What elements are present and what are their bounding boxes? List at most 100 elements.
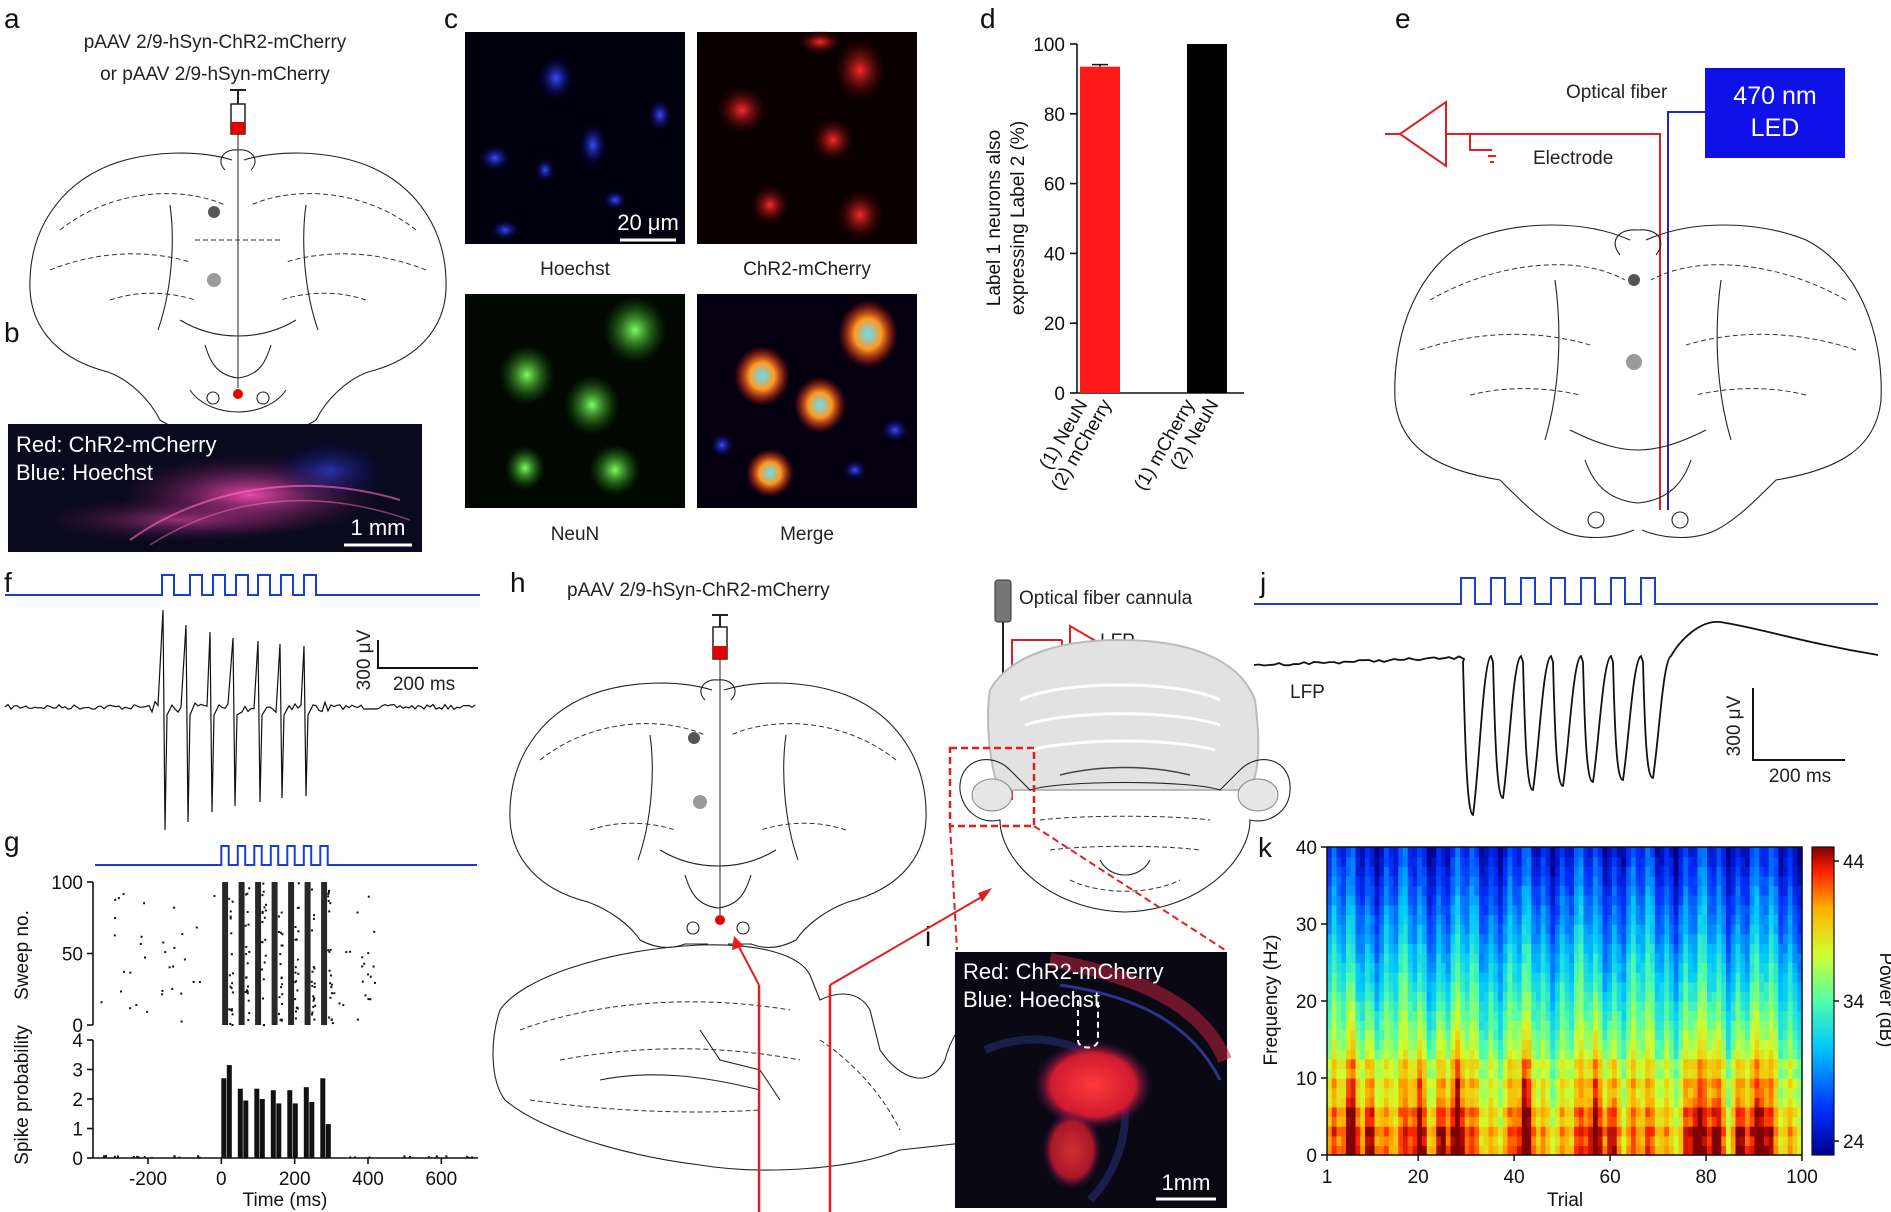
k-heatmap-cell [1483,1126,1490,1137]
k-heatmap-cell [1778,981,1784,992]
k-heatmap-cell [1493,1068,1499,1079]
k-heatmap-cell [1369,1020,1376,1031]
k-heatmap-cell [1692,856,1699,867]
k-heatmap-cell [1398,885,1404,896]
k-heatmap-cell [1602,1039,1608,1050]
k-heatmap-cell [1507,875,1513,887]
k-heatmap-cell [1593,1010,1599,1021]
k-heatmap-cell [1740,1058,1746,1069]
k-heatmap-cell [1711,991,1718,1002]
g-psth-bar-small [116,1155,119,1158]
k-x-tick-label: 100 [1786,1167,1818,1188]
k-heatmap-cell [1422,1049,1428,1060]
k-heatmap-cell [1768,952,1775,964]
k-heatmap-cell [1631,1010,1637,1021]
k-heatmap-cell [1778,1010,1784,1021]
k-heatmap-cell [1403,933,1409,944]
k-heatmap-cell [1678,1068,1684,1079]
k-heatmap-cell [1697,1135,1703,1146]
k-heatmap-cell [1507,895,1513,906]
k-heatmap-cell [1512,933,1518,944]
k-heatmap-cell [1569,1145,1575,1156]
k-heatmap-cell [1740,1001,1746,1012]
k-heatmap-cell [1531,885,1537,896]
k-heatmap-cell [1773,981,1779,992]
k-heatmap-cell [1474,1001,1480,1012]
k-heatmap-cell [1626,1145,1632,1156]
k-heatmap-cell [1417,1135,1423,1146]
k-heatmap-cell [1564,924,1570,935]
k-heatmap-cell [1550,1078,1556,1089]
k-heatmap-cell [1721,1039,1727,1050]
k-heatmap-cell [1327,866,1333,877]
k-heatmap-cell [1730,1087,1737,1098]
k-heatmap-cell [1669,866,1675,877]
k-heatmap-cell [1745,875,1751,887]
k-heatmap-cell [1616,866,1623,877]
k-heatmap-cell [1778,1029,1784,1041]
k-heatmap-cell [1436,981,1442,992]
k-heatmap-cell [1464,1126,1471,1137]
k-heatmap-cell [1578,1145,1585,1156]
k-heatmap-cell [1692,981,1699,992]
k-heatmap-cell [1517,866,1523,877]
k-heatmap-cell [1583,1049,1589,1060]
g-psth-bar-small [136,1155,139,1158]
k-heatmap-cell [1431,1078,1437,1089]
k-heatmap-cell [1702,962,1708,973]
k-heatmap-cell [1697,1116,1703,1127]
g-psth-y-label: Spike probability [12,1025,33,1165]
k-heatmap-cell [1597,904,1604,915]
k-heatmap-cell [1355,1145,1361,1156]
k-heatmap-cell [1479,962,1485,973]
k-heatmap-cell [1426,1097,1433,1108]
k-heatmap-cell [1626,1039,1632,1050]
k-heatmap-cell [1403,1001,1409,1012]
j-scale-t: 200 ms [1769,766,1831,787]
amplifier-icon [1385,100,1496,168]
k-heatmap-cell [1521,952,1528,964]
k-heatmap-cell [1331,1001,1338,1012]
k-heatmap-cell [1783,981,1789,992]
k-heatmap-cell [1460,1135,1466,1146]
k-heatmap-cell [1654,933,1661,944]
k-heatmap-cell [1612,933,1618,944]
k-heatmap-cell [1502,1001,1509,1012]
k-heatmap-cell [1455,1145,1461,1156]
k-heatmap-cell [1764,1135,1770,1146]
k-heatmap-cell [1493,1058,1499,1069]
k-heatmap-cell [1726,981,1732,992]
k-heatmap-cell [1474,1020,1480,1031]
k-heatmap-cell [1540,875,1547,887]
k-heatmap-cell [1360,962,1366,973]
k-heatmap-cell [1474,1049,1480,1060]
k-heatmap-cell [1564,1010,1570,1021]
k-heatmap-cell [1759,1116,1765,1127]
k-heatmap-cell [1327,875,1333,887]
k-heatmap-cell [1711,1097,1718,1108]
k-heatmap-cell [1436,914,1442,925]
k-heatmap-cell [1707,895,1713,906]
k-heatmap-cell [1735,866,1741,877]
k-heatmap-cell [1512,1001,1518,1012]
k-heatmap-cell [1659,1001,1665,1012]
k-heatmap-cell [1692,1097,1699,1108]
k-heatmap-cell [1346,1145,1352,1156]
k-heatmap-cell [1431,895,1437,906]
k-heatmap-cell [1464,856,1471,867]
k-heatmap-cell [1645,1010,1651,1021]
k-heatmap-cell [1479,1126,1485,1137]
k-heatmap-cell [1517,1087,1523,1098]
k-heatmap-cell [1621,847,1627,858]
k-heatmap-cell [1778,1135,1784,1146]
k-heatmap-cell [1759,1135,1765,1146]
k-heatmap-cell [1412,1049,1418,1060]
k-heatmap-cell [1555,1010,1561,1021]
k-heatmap-cell [1702,904,1708,915]
k-heatmap-cell [1512,904,1518,915]
k-heatmap-cell [1764,1126,1770,1137]
k-heatmap-cell [1711,1010,1718,1021]
k-heatmap-cell [1707,981,1713,992]
k-heatmap-cell [1650,1068,1656,1079]
k-heatmap-cell [1650,1010,1656,1021]
